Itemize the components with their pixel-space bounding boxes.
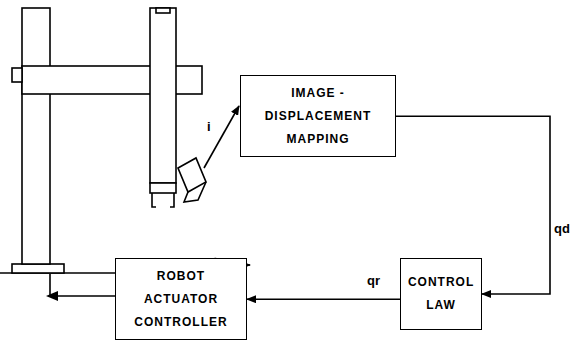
signal-name: qd [553, 222, 571, 236]
signal-arrow [247, 298, 400, 300]
box-label: ROBOT ACTUATOR CONTROLLER [124, 265, 238, 333]
process-box: IMAGE - DISPLACEMENT MAPPING [240, 75, 396, 157]
process-box: ROBOT ACTUATOR CONTROLLER [115, 258, 247, 340]
box-label: CONTROL LAW [408, 271, 474, 317]
process-box: CONTROL LAW [400, 258, 482, 330]
box-label: IMAGE - DISPLACEMENT MAPPING [249, 82, 387, 150]
signal-name: qr [366, 274, 381, 288]
signal-name: i [206, 120, 212, 134]
